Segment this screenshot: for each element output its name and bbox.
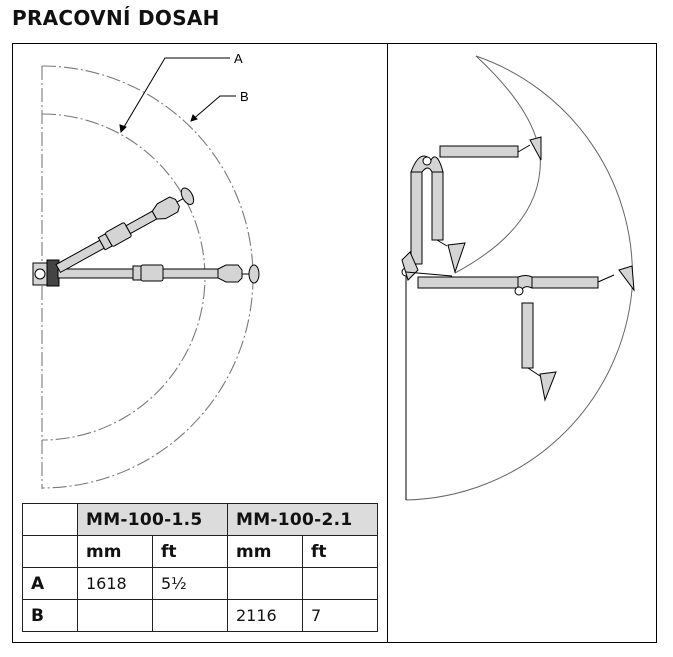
diagram-frame (12, 43, 657, 643)
unit-cell: ft (302, 535, 378, 568)
unit-cell: ft (152, 535, 228, 568)
model-header: MM-100-2.1 (227, 503, 378, 536)
left-arms (32, 187, 260, 287)
value-cell (227, 567, 303, 600)
table-header-row: MM-100-1.5 MM-100-2.1 (22, 503, 378, 536)
unit-cell: mm (227, 535, 303, 568)
page-title: PRACOVNÍ DOSAH (12, 6, 220, 30)
unit-cell: mm (77, 535, 153, 568)
value-cell: 7 (302, 599, 378, 632)
right-arms (401, 136, 635, 402)
value-cell: 1618 (77, 567, 153, 600)
row-label: B (22, 599, 78, 632)
table-unit-row: mm ft mm ft (22, 535, 378, 568)
value-cell (152, 599, 228, 632)
leader-lines (119, 57, 236, 134)
right-reach-diagram (405, 55, 633, 501)
model-header: MM-100-1.5 (77, 503, 228, 536)
label-a: A (234, 51, 243, 66)
corner-cell (22, 535, 78, 568)
value-cell: 2116 (227, 599, 303, 632)
corner-cell (22, 503, 78, 536)
frame-divider (387, 43, 388, 643)
reach-table: MM-100-1.5 MM-100-2.1 mm ft mm ft A 1618… (22, 503, 378, 632)
label-b: B (240, 89, 249, 104)
table-row: A 1618 5½ (22, 567, 378, 600)
value-cell: 5½ (152, 567, 228, 600)
value-cell (77, 599, 153, 632)
row-label: A (22, 567, 78, 600)
table-row: B 2116 7 (22, 599, 378, 632)
value-cell (302, 567, 378, 600)
